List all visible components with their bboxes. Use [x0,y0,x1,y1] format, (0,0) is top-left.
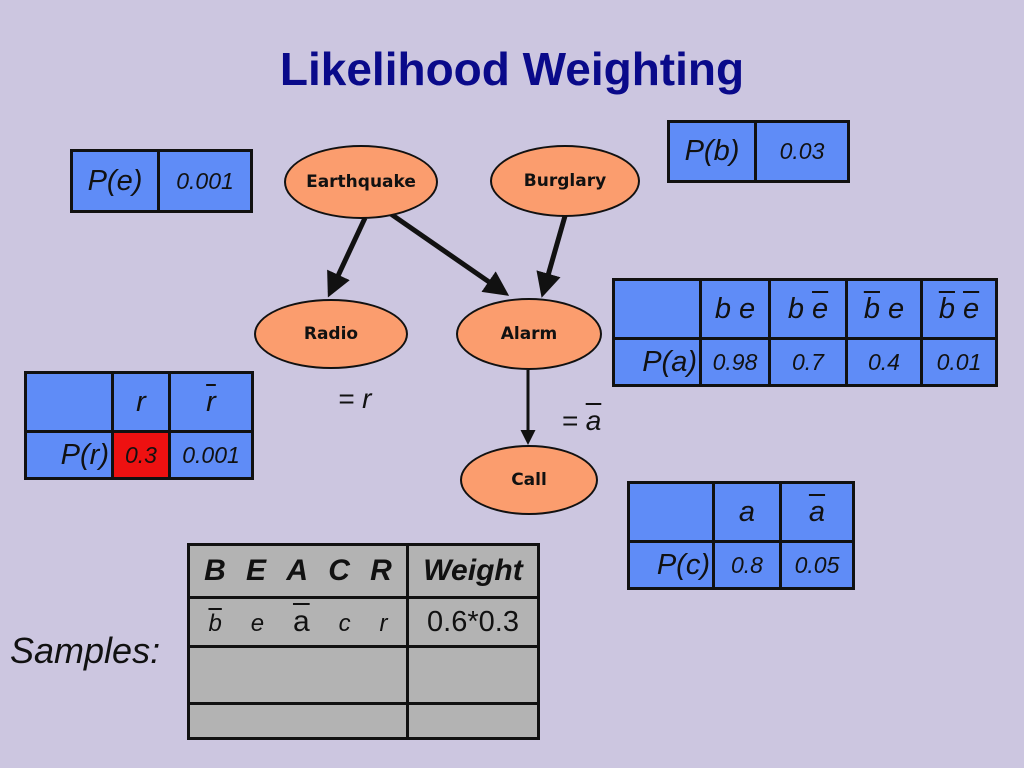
pr-value-1: 0.001 [168,430,254,480]
node-call-label: Call [511,470,547,490]
pa-h2-e: e [888,292,905,325]
samples-row3-vars [187,702,409,740]
sample-var-b: b [208,610,222,637]
samples-row1-vars: b e a c r [187,596,409,648]
pa-header-2: b e [845,278,923,340]
sample-var-e: e [250,610,265,637]
pc-header-a: a [712,481,782,543]
pe-label: P(e) [70,149,160,213]
cpt-earthquake: P(e) 0.001 [70,149,253,213]
pr-header-r: r [111,371,171,433]
pc-value-0: 0.8 [712,540,782,590]
pc-label: P(c) [627,540,715,590]
pc-header-not-a-text: a [808,495,826,528]
node-alarm: Alarm [456,298,602,370]
samples-table: B E A C R Weight b e a c r 0.6*0.3 [187,543,540,740]
pa-h1-e: e [812,292,829,325]
pa-header-1: b e [768,278,848,340]
alarm-evidence-value: a [585,405,602,436]
cpt-burglary: P(b) 0.03 [667,120,850,183]
samples-header-var-r: R [370,554,392,587]
node-radio: Radio [254,299,408,369]
node-burglary-label: Burglary [523,171,607,191]
radio-evidence-text: = r [338,383,372,414]
cpt-radio: r r P(r) 0.3 0.001 [24,371,254,480]
cpt-call: a a P(c) 0.8 0.05 [627,481,855,590]
samples-header-var-e: E [246,554,267,587]
pa-h1-b: b [787,292,804,325]
samples-row3-weight [406,702,540,740]
pa-value-1: 0.7 [768,337,848,387]
pc-value-1: 0.05 [779,540,855,590]
node-burglary: Burglary [490,145,640,217]
samples-header-weight: Weight [406,543,540,599]
sample-var-c: c [338,610,351,637]
pa-header-0: b e [699,278,771,340]
pa-value-0: 0.98 [699,337,771,387]
pa-h3-b: b [938,292,955,325]
node-call: Call [460,445,598,515]
samples-header-vars: B E A C R [187,543,409,599]
pr-value-0: 0.3 [111,430,171,480]
cpt-alarm: b e b e b e b e P(a) 0.98 0.7 0.4 0.01 [612,278,998,387]
pr-label: P(r) [24,430,114,480]
arrow-earthquake-radio [327,216,368,298]
pb-value: 0.03 [754,120,850,183]
alarm-evidence-eq: = [561,405,586,436]
arrow-earthquake-alarm [386,209,510,296]
pa-value-3: 0.01 [920,337,998,387]
pb-label: P(b) [667,120,757,183]
samples-label: Samples: [10,630,161,671]
samples-row1-weight: 0.6*0.3 [406,596,540,648]
samples-row2-vars [187,645,409,705]
pa-value-2: 0.4 [845,337,923,387]
pa-header-3: b e [920,278,998,340]
pa-corner [612,278,702,340]
slide-title: Likelihood Weighting [279,43,745,95]
node-alarm-label: Alarm [500,324,558,344]
samples-header-var-a: A [286,554,308,587]
samples-header-var-b: B [204,554,226,587]
pa-h2-b: b [863,292,880,325]
sample-var-r: r [379,610,388,637]
pr-corner [24,371,114,433]
alarm-evidence: = a [546,373,602,437]
samples-row2-weight [406,645,540,705]
radio-evidence: = r [338,383,371,415]
pa-label: P(a) [612,337,702,387]
pc-corner [627,481,715,543]
arrow-burglary-alarm [536,215,568,298]
pa-h3-e: e [963,292,980,325]
pr-header-not-r: r [168,371,254,433]
node-earthquake: Earthquake [284,145,438,219]
pr-header-not-r-text: r [206,385,216,418]
node-radio-label: Radio [303,324,359,344]
pe-value: 0.001 [157,149,253,213]
pa-h0-b: b [714,292,731,325]
node-earthquake-label: Earthquake [306,172,416,192]
samples-header-var-c: C [328,554,350,587]
sample-var-a: a [292,605,310,638]
pa-h0-e: e [739,292,756,325]
pc-header-not-a: a [779,481,855,543]
